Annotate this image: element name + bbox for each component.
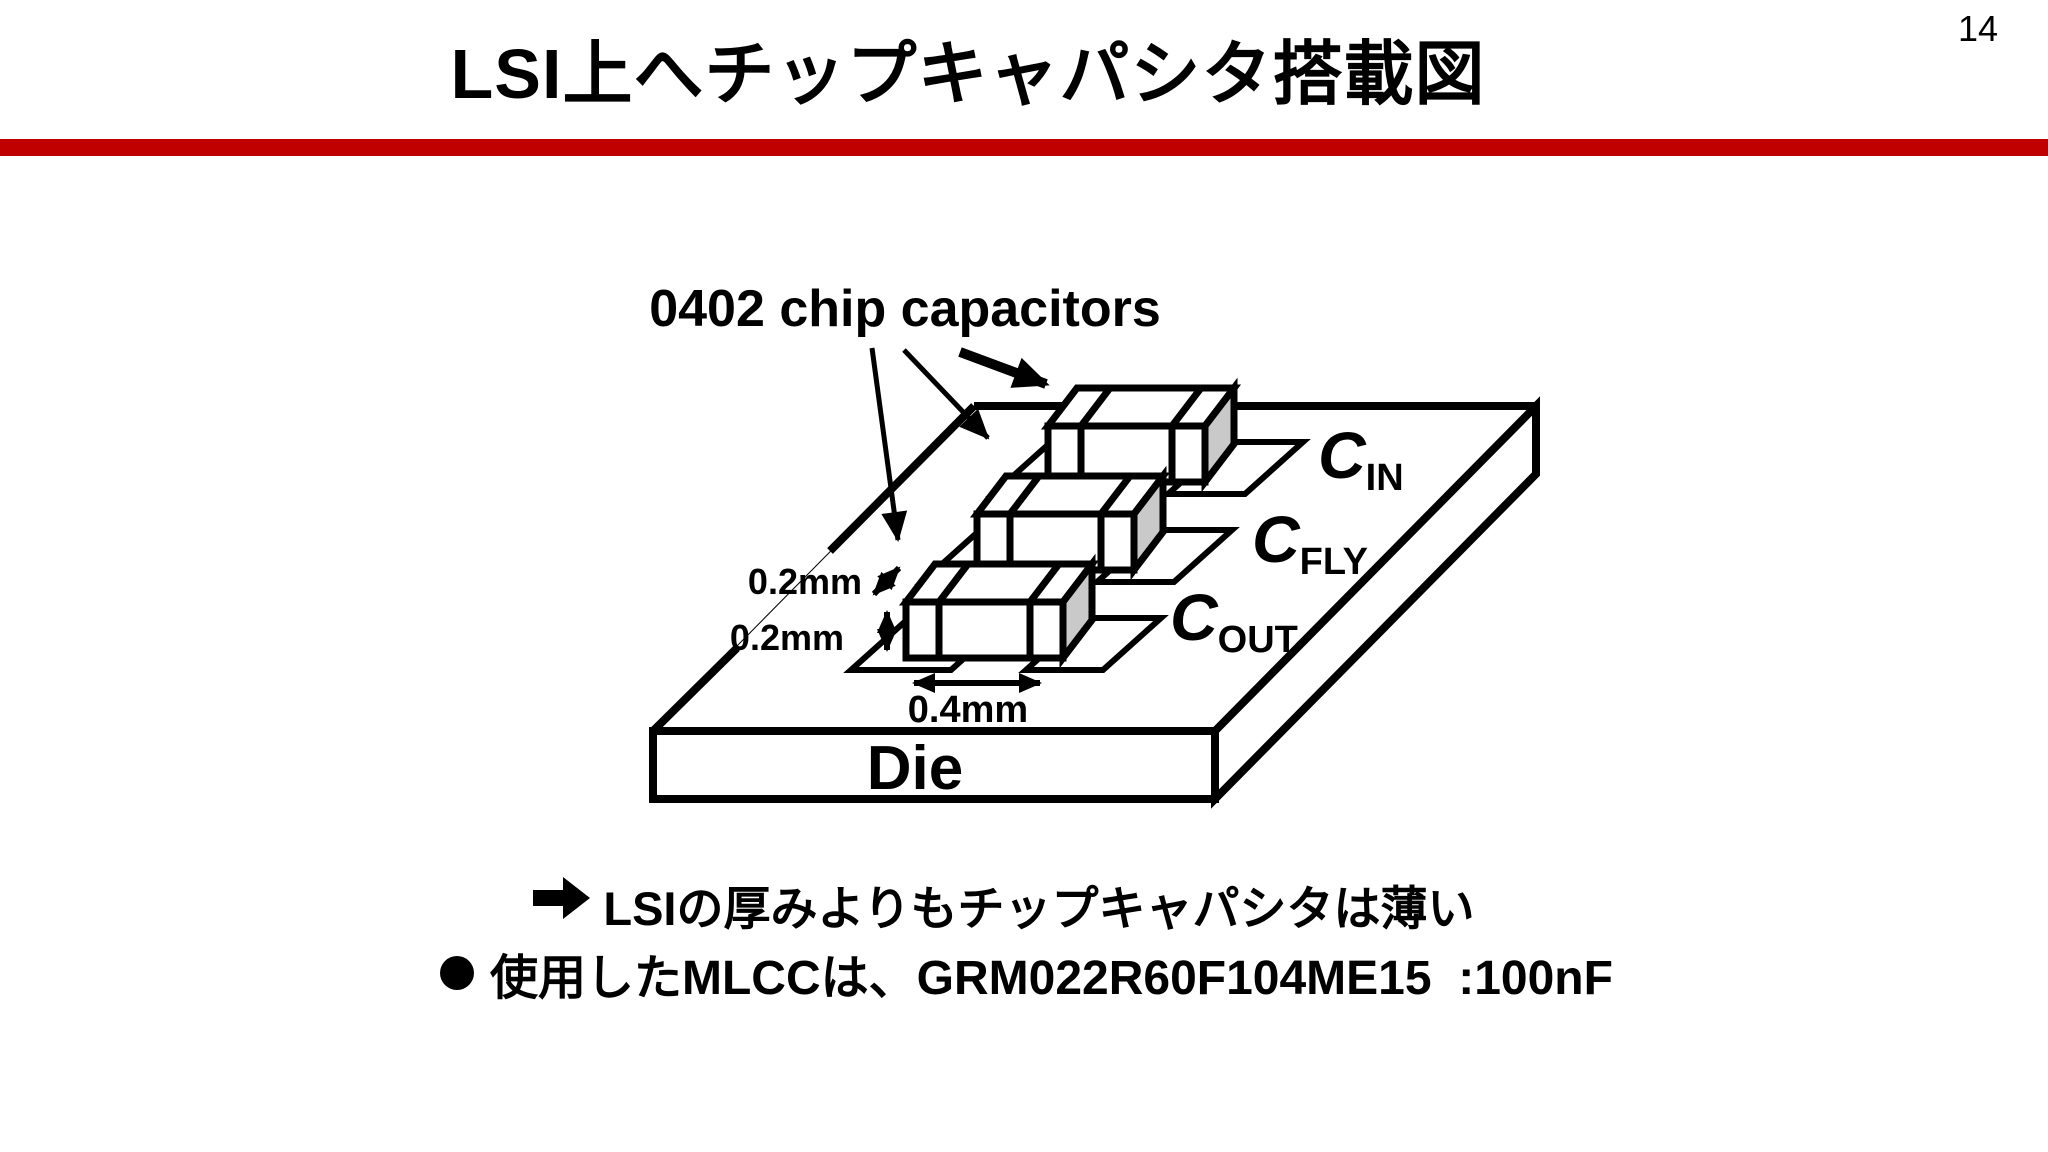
dim-arrow-gap-0p2mm xyxy=(871,565,902,597)
label-cfly: CFLY xyxy=(1252,502,1368,583)
cap-end-terminal xyxy=(1201,377,1238,493)
label-cin: CIN xyxy=(1318,418,1404,499)
cap-top-terminal-line xyxy=(1027,561,1062,605)
die-label: Die xyxy=(867,734,963,803)
cap-end-terminal xyxy=(1059,553,1096,669)
page-number: 14 xyxy=(1957,8,1998,49)
cap-top-terminal-line xyxy=(1169,385,1204,429)
label-cout: COUT xyxy=(1170,580,1298,661)
caption-0402-chip-capacitors: 0402 chip capacitors xyxy=(649,280,1161,338)
die-front-face xyxy=(649,727,1219,803)
title-divider-rule xyxy=(0,139,2048,156)
dim-label-height: 0.2mm xyxy=(730,617,844,658)
slide-title: LSI上へチップキャパシタ搭載図 xyxy=(450,35,1486,113)
heavy-right-arrow-icon xyxy=(455,822,591,987)
dim-label-gap: 0.2mm xyxy=(748,561,862,602)
die-left-edge-upper xyxy=(827,403,977,554)
cap-end-terminal xyxy=(1130,465,1167,581)
cap-top-terminal-line xyxy=(1098,473,1133,517)
note-mlcc-part: 使用したMLCCは、GRM022R60F104ME15 :100nF xyxy=(440,938,1613,1008)
note-text: LSIの厚みよりもチップキャパシタは薄い xyxy=(603,882,1475,935)
dim-label-length: 0.4mm xyxy=(908,689,1028,731)
cap-top-terminal-line xyxy=(1007,473,1042,517)
caption-arrow-middle xyxy=(902,348,990,440)
chip-capacitor-cfly xyxy=(914,465,1240,585)
cap-top-terminal-line xyxy=(936,561,971,605)
note-thinner-than-lsi: LSIの厚みよりもチップキャパシタは薄い xyxy=(455,822,1475,987)
cap-top-terminal-line xyxy=(1078,385,1113,429)
caption-arrow-long xyxy=(869,347,908,542)
caption-arrow-thick xyxy=(958,347,1050,389)
chip-capacitor-cout xyxy=(843,553,1169,673)
bullet-dot-icon xyxy=(440,956,474,990)
note-text: 使用したMLCCは、GRM022R60F104ME15 :100nF xyxy=(490,952,1613,1005)
cap-front-face xyxy=(902,598,1067,662)
die-left-edge-lower xyxy=(650,645,740,734)
